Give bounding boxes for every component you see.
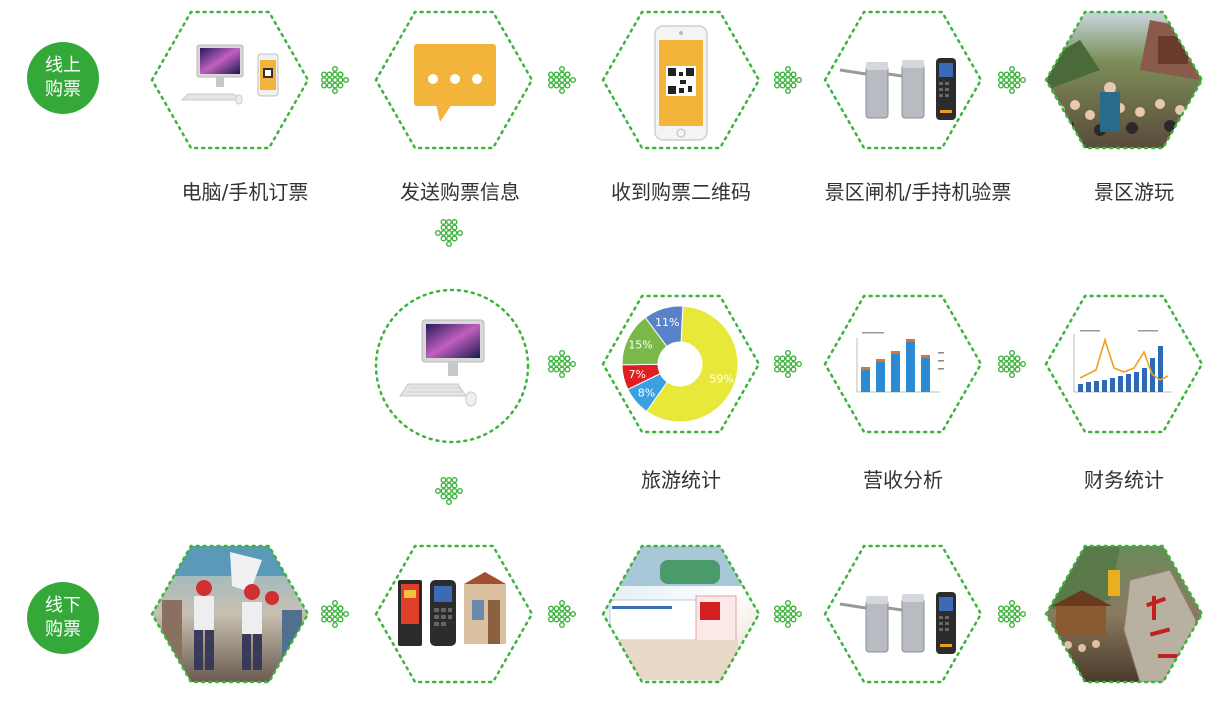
label-revenue: 营收分析: [863, 468, 943, 492]
flow-arrows: [321, 65, 1027, 629]
arrow-down-icon: [435, 477, 464, 506]
label-receive-qr: 收到购票二维码: [611, 180, 751, 204]
badge-online-line2: 购票: [45, 79, 81, 100]
label-tour-stats: 旅游统计: [641, 468, 721, 492]
hex-receive-qr: [601, 10, 761, 150]
badge-offline: 线下 购票: [27, 582, 99, 654]
arrow-right-icon: [774, 350, 803, 379]
pie-slice-label: 7%: [628, 368, 645, 381]
turnstile-icon: [839, 58, 956, 120]
hall-photo-icon: [150, 544, 310, 684]
hex-pc-phone: [150, 10, 310, 150]
label-finance: 财务统计: [1084, 468, 1164, 492]
hex-gate-check: [823, 10, 983, 150]
arrow-right-icon: [998, 350, 1027, 379]
phone-qr-icon: [654, 25, 708, 141]
arrow-right-icon: [321, 65, 350, 94]
pie-slice-label: 59%: [709, 372, 733, 385]
arrow-right-icon: [548, 65, 577, 94]
chat-bubble-icon: [414, 44, 496, 122]
arrow-down-icon: [435, 218, 464, 247]
kiosk-handheld-icon: [398, 572, 506, 646]
visit-photo-icon: [1044, 10, 1204, 150]
badge-offline-line2: 购票: [45, 619, 81, 640]
hex-revenue: [823, 294, 983, 434]
pie-chart-icon: 59% 8% 7% 15%11%: [621, 305, 739, 423]
hex-send-info: [374, 10, 534, 150]
bar-chart-icon: [856, 332, 944, 393]
badge-online: 线上 购票: [27, 42, 99, 114]
pie-slice: [644, 305, 684, 348]
pie-slice-label: 15%: [628, 339, 652, 352]
pie-slice-label: 8%: [638, 386, 655, 399]
arrow-right-icon: [548, 350, 577, 379]
computer-phone-icon: [180, 44, 279, 105]
hex-tour-stats: [601, 294, 761, 434]
combo-chart-icon: [1073, 330, 1172, 393]
hex-gate-check-offline: [823, 544, 983, 684]
arrow-right-icon: [774, 65, 803, 94]
label-visit: 景区游玩: [1094, 180, 1174, 204]
badge-online-line1: 线上: [45, 55, 81, 76]
computer-icon: [399, 319, 485, 407]
pie-slice-label: 11%: [655, 316, 679, 329]
label-gate-check: 景区闸机/手持机验票: [824, 180, 1012, 204]
pie-slice: [645, 305, 739, 423]
arrow-right-icon: [998, 600, 1027, 629]
hex-finance: [1044, 294, 1204, 434]
label-pc-phone: 电脑/手机订票: [181, 180, 309, 204]
badge-offline-line1: 线下: [45, 595, 81, 616]
arrow-right-icon: [548, 600, 577, 629]
coupon-photo-icon: [601, 544, 761, 684]
rock-photo-icon: [1044, 544, 1204, 684]
label-send-info: 发送购票信息: [400, 180, 520, 204]
arrow-right-icon: [321, 600, 350, 629]
arrow-right-icon: [998, 65, 1027, 94]
hex-kiosk: [374, 544, 534, 684]
circle-pc: [374, 288, 530, 444]
arrow-right-icon: [774, 600, 803, 629]
